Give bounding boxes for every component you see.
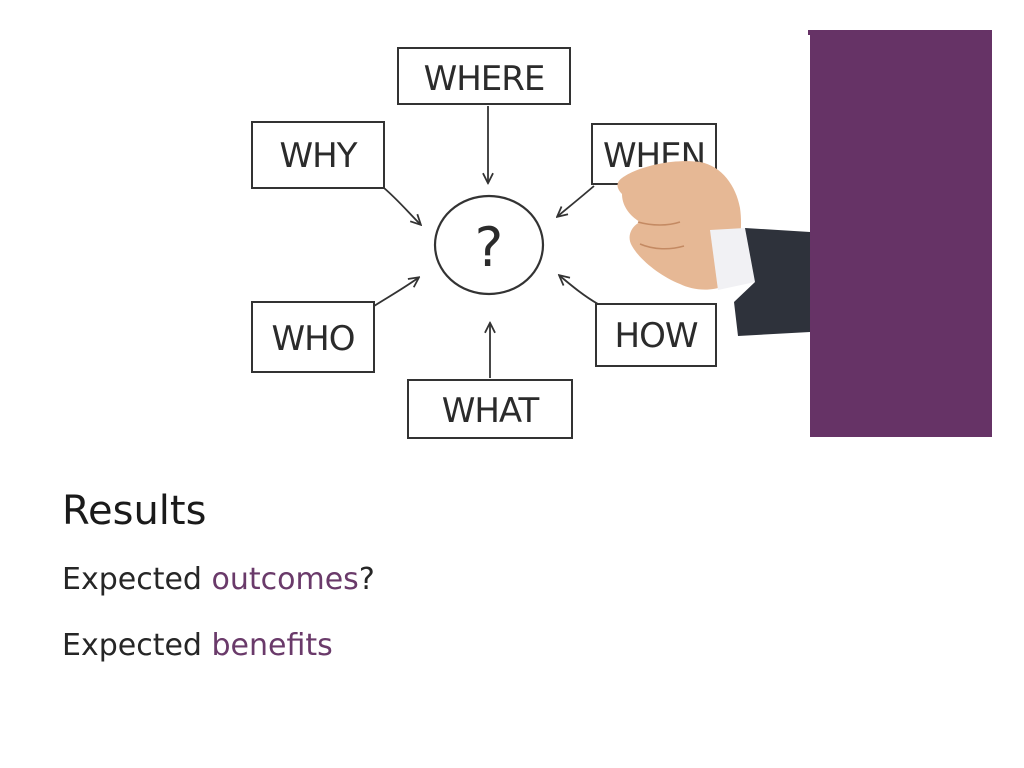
question-diagram-image: WHERE WHY WHEN WHO HOW WHAT bbox=[251, 47, 810, 439]
slide-title: Results bbox=[62, 488, 207, 534]
bullet-highlight: outcomes bbox=[211, 562, 359, 597]
why-box: WHY bbox=[251, 121, 385, 189]
bullet-highlight: benefits bbox=[211, 628, 333, 663]
accent-bar bbox=[810, 30, 992, 437]
who-label: WHO bbox=[272, 319, 355, 359]
how-label: HOW bbox=[615, 316, 698, 356]
bullet-expected-outcomes: Expected outcomes? bbox=[62, 562, 375, 597]
where-label: WHERE bbox=[424, 59, 545, 99]
what-box: WHAT bbox=[407, 379, 573, 439]
what-label: WHAT bbox=[442, 391, 540, 431]
why-label: WHY bbox=[280, 136, 358, 176]
question-circle: ? bbox=[433, 194, 545, 296]
how-box: HOW bbox=[595, 303, 717, 367]
arrow-when bbox=[558, 185, 595, 216]
arrow-why bbox=[383, 187, 420, 224]
bullet-expected-benefits: Expected benefits bbox=[62, 628, 333, 663]
hand-with-marker-image bbox=[617, 161, 810, 336]
arrow-who bbox=[373, 278, 418, 307]
arrow-how bbox=[560, 276, 599, 305]
bullet-prefix: Expected bbox=[62, 562, 212, 597]
arrows bbox=[373, 106, 599, 378]
bullet-prefix: Expected bbox=[62, 628, 212, 663]
where-box: WHERE bbox=[397, 47, 571, 105]
bullet-suffix: ? bbox=[358, 562, 375, 597]
question-mark: ? bbox=[475, 216, 504, 279]
who-box: WHO bbox=[251, 301, 375, 373]
